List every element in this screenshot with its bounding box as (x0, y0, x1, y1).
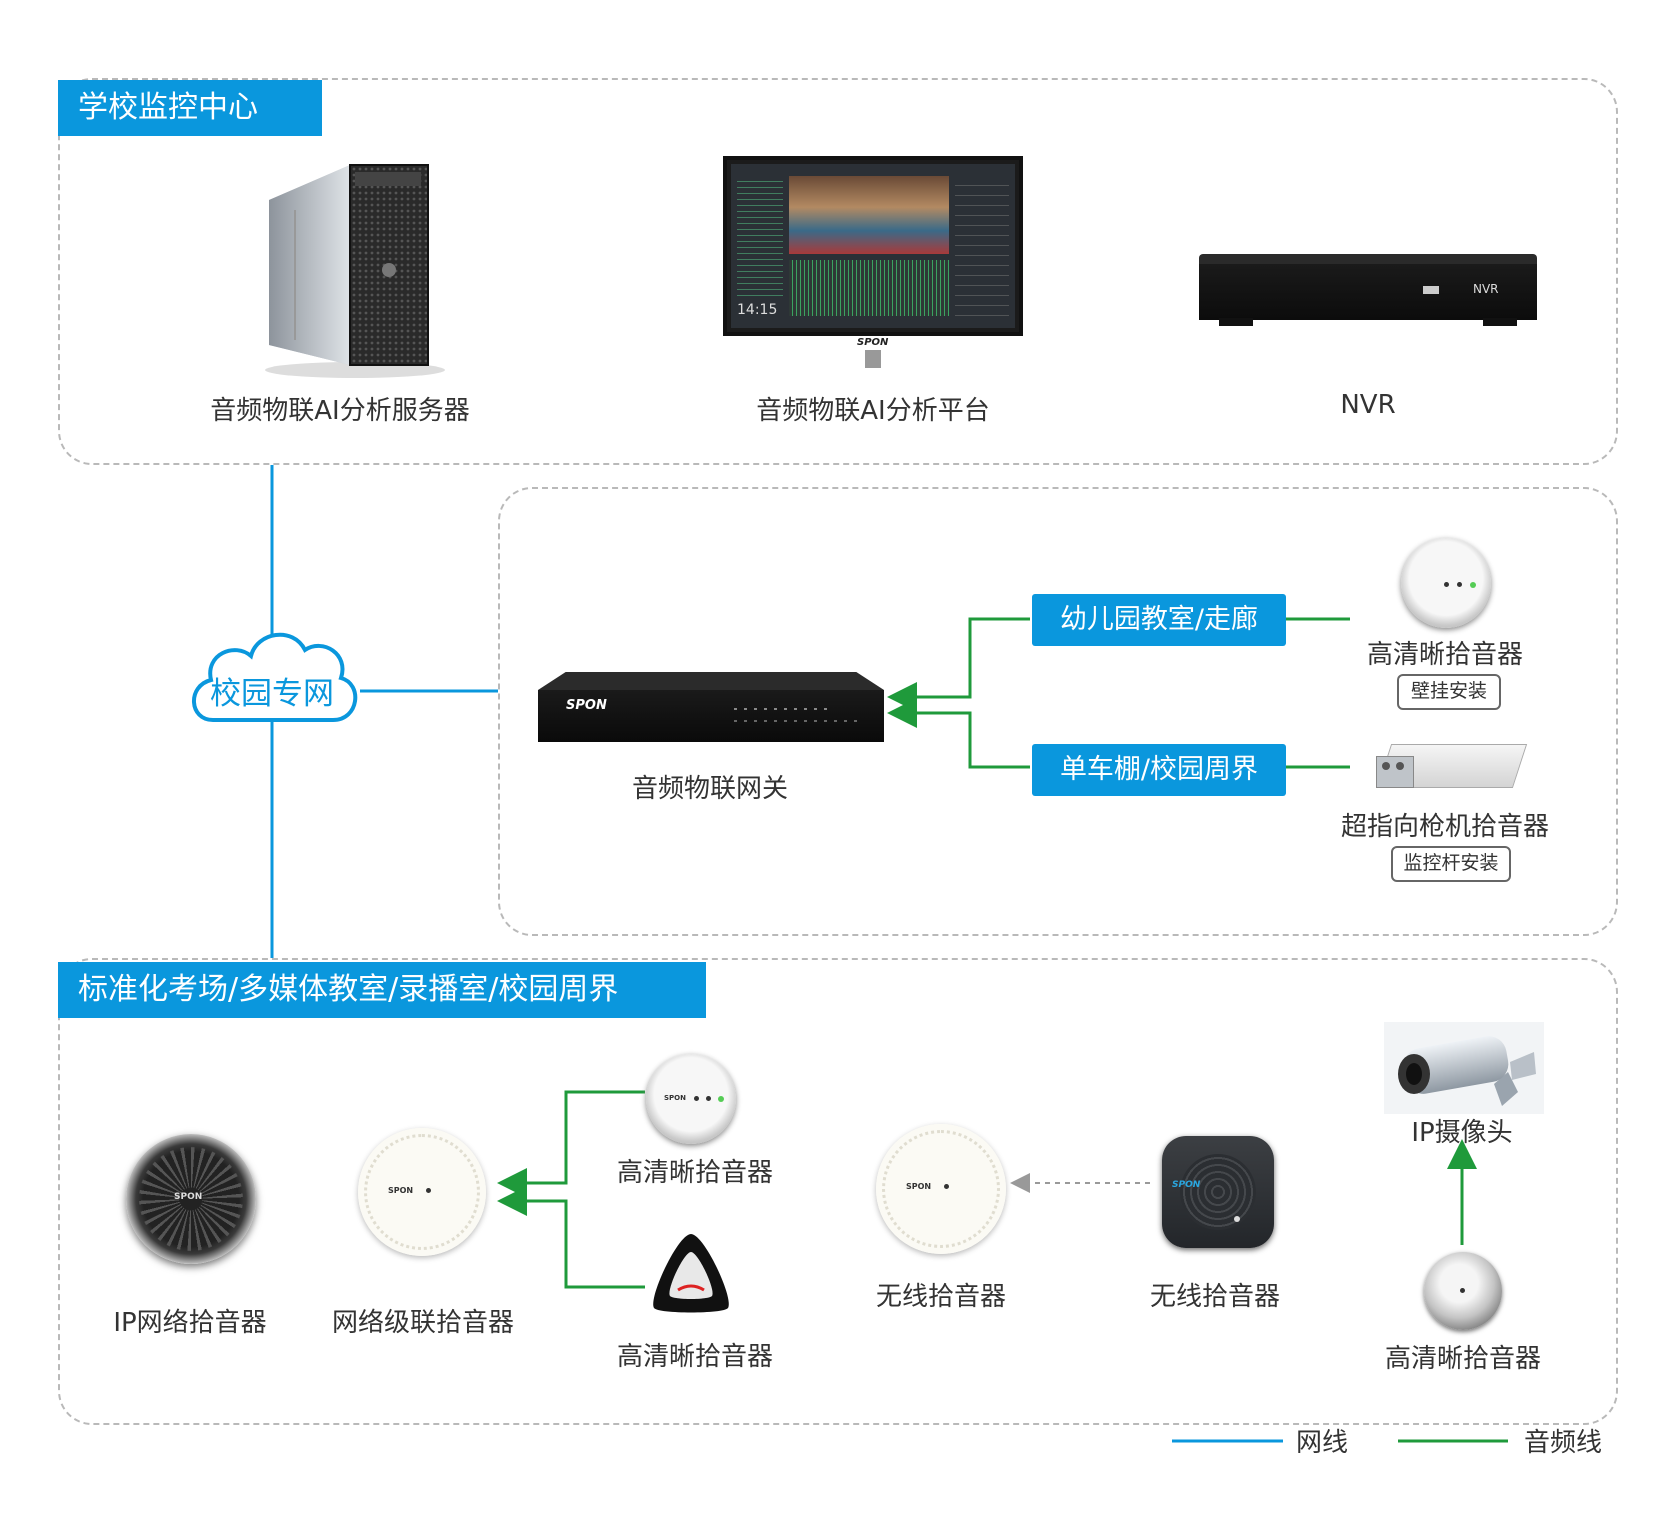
ip-mic-brand: SPON (174, 1192, 203, 1202)
gun-mic-icon (1374, 738, 1528, 796)
cascade-mic-label: 网络级联拾音器 (331, 1308, 514, 1338)
cascade-top-mic-icon: SPON (646, 1054, 736, 1144)
gateway-icon: SPON (538, 672, 884, 746)
wall-mic-label: 高清晰拾音器 (1366, 640, 1523, 670)
cascade-top-mic-brand: SPON (664, 1094, 686, 1102)
wireless-tx-brand: SPON (1172, 1180, 1201, 1190)
cloud-icon (192, 632, 358, 722)
cloud-label: 校园专网 (210, 676, 334, 712)
wireless-tx-mic-icon: SPON (1162, 1136, 1274, 1248)
wireless-rx-mic-icon: SPON (876, 1124, 1006, 1254)
gateway-panel (498, 487, 1618, 936)
wireless-rx-label: 无线拾音器 (875, 1282, 1006, 1312)
nvr-icon: NVR (1199, 254, 1537, 328)
tower-server-icon (265, 164, 445, 378)
nvr-device-text: NVR (1473, 282, 1499, 296)
scenes-title: 标准化考场/多媒体教室/录播室/校园周界 (58, 962, 706, 1018)
wall-mic-icon (1401, 538, 1491, 628)
branch-tag-kindergarten: 幼儿园教室/走廊 (1032, 594, 1286, 646)
gateway-label: 音频物联网关 (631, 774, 788, 804)
gateway-brand: SPON (566, 698, 607, 713)
ip-mic-label: IP网络拾音器 (113, 1308, 267, 1338)
legend-network-label: 网线 (1296, 1428, 1349, 1458)
branch-tag-bikeshed: 单车棚/校园周界 (1032, 744, 1286, 796)
cascade-bottom-mic-label: 高清晰拾音器 (616, 1342, 773, 1372)
monitor-center-panel (58, 78, 1618, 465)
wireless-rx-brand: SPON (906, 1182, 932, 1191)
ip-camera-label: IP摄像头 (1411, 1118, 1513, 1148)
screen-time: 14:15 (737, 302, 778, 318)
ip-mic-icon: SPON (126, 1134, 256, 1264)
server-label: 音频物联AI分析服务器 (210, 396, 470, 426)
ip-camera-icon (1384, 1022, 1544, 1114)
wireless-tx-label: 无线拾音器 (1149, 1282, 1280, 1312)
scenes-panel (58, 958, 1618, 1425)
gun-mic-label: 超指向枪机拾音器 (1340, 812, 1549, 842)
cascade-mic-brand: SPON (388, 1186, 414, 1195)
monitor-center-title: 学校监控中心 (58, 80, 322, 136)
cascade-mic-icon: SPON (358, 1128, 486, 1256)
platform-label: 音频物联AI分析平台 (756, 396, 990, 426)
cascade-bottom-mic-icon (653, 1234, 729, 1313)
camera-mic-icon (1424, 1252, 1502, 1330)
cascade-top-mic-label: 高清晰拾音器 (616, 1158, 773, 1188)
pole-install-tag: 监控杆安装 (1391, 846, 1511, 882)
legend-audio-label: 音频线 (1524, 1428, 1603, 1458)
camera-mic-label: 高清晰拾音器 (1384, 1344, 1541, 1374)
wall-install-tag: 壁挂安装 (1397, 674, 1501, 710)
nvr-label: NVR (1340, 390, 1396, 420)
monitor-icon: 14:15 SPON (723, 156, 1023, 368)
screen-brand: SPON (857, 337, 889, 348)
